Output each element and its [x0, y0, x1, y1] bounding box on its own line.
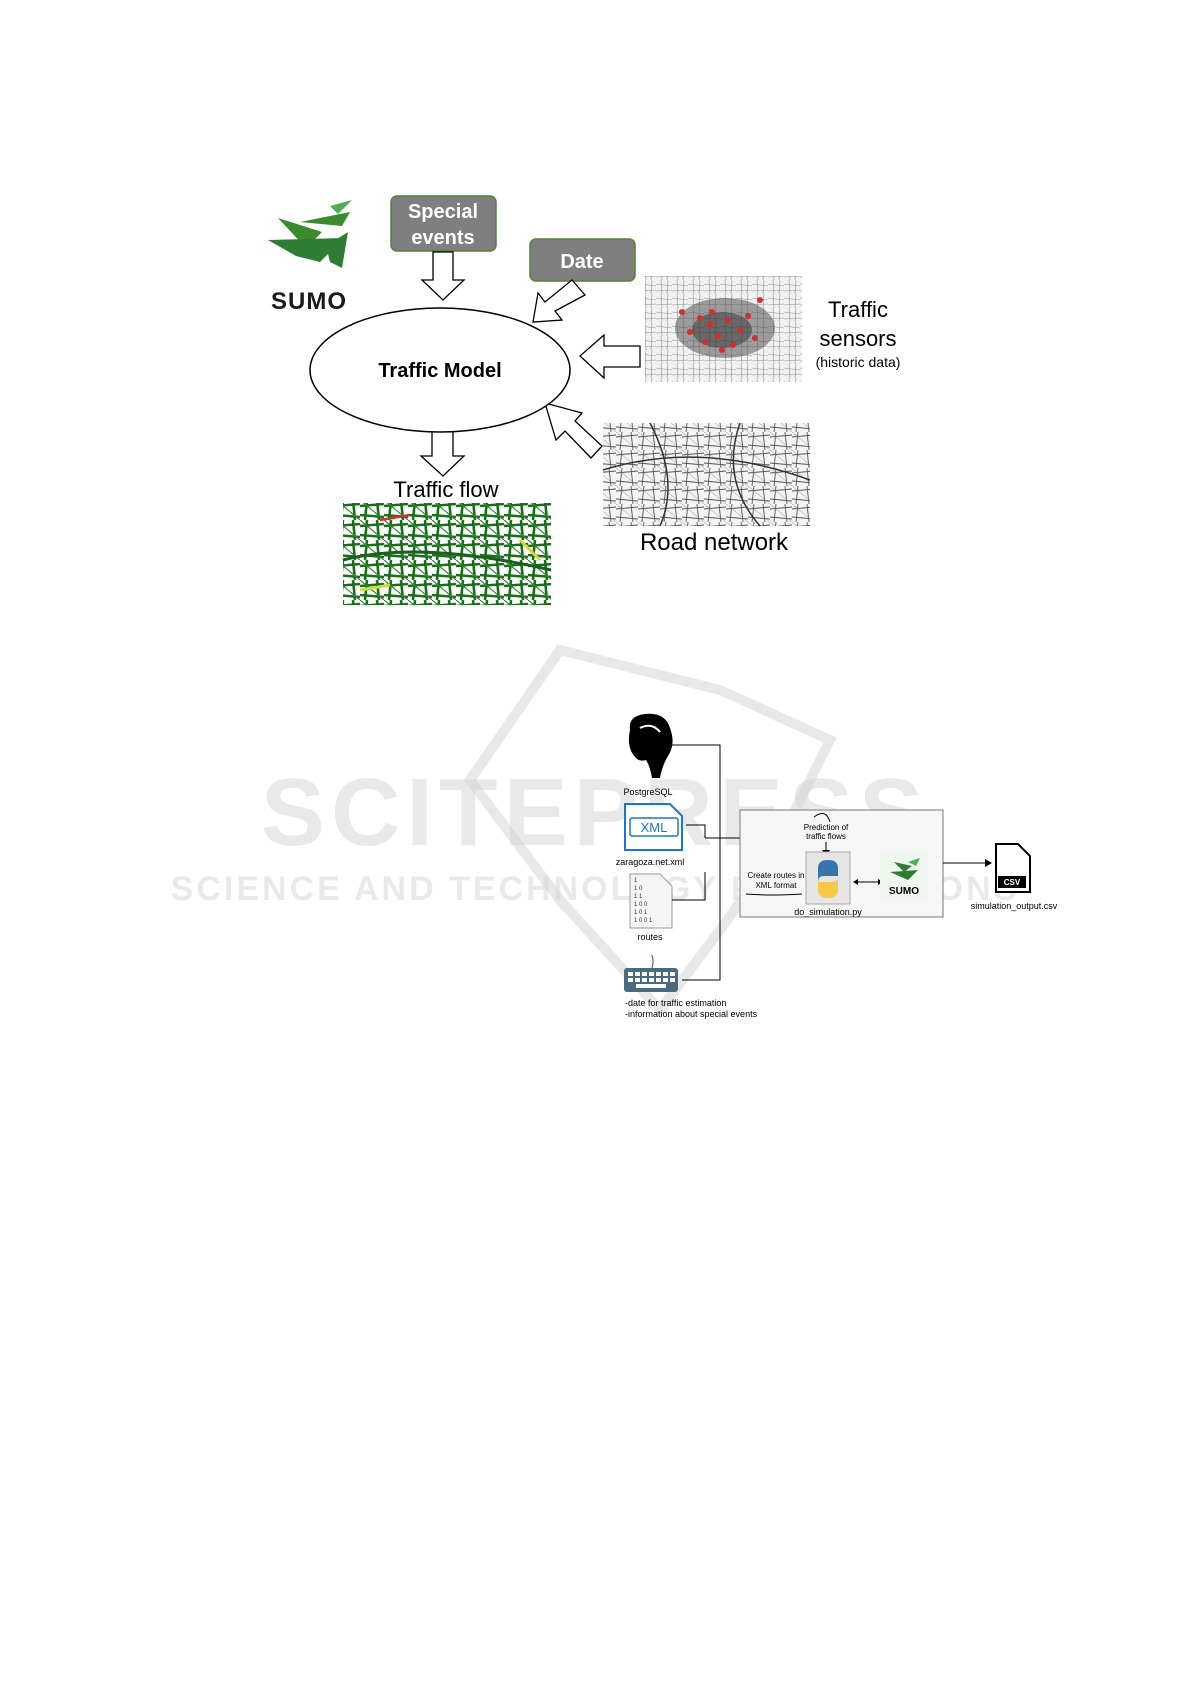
keyboard-note-line2: -information about special events	[625, 1009, 758, 1019]
sumo-logo-text: SUMO	[271, 288, 347, 315]
arrow-special-events	[420, 251, 466, 301]
output-file-label: simulation_output.csv	[971, 901, 1058, 911]
sumo-small-icon	[880, 850, 928, 902]
create-routes-label-line1: Create routes in	[748, 871, 805, 880]
figure2-diagram: PostgreSQL XML zaragoza.net.xml 1 1 0 1 …	[616, 713, 1058, 1019]
arrow-road-network	[544, 402, 603, 459]
traffic-model-ellipse	[309, 307, 571, 433]
prediction-label-line2: traffic flows	[806, 832, 846, 841]
routes-binary-line-2: 1 0	[634, 886, 643, 892]
traffic-model-label: Traffic Model	[378, 360, 501, 382]
create-routes-label-line2: XML format	[755, 881, 797, 890]
figure1-diagram: SUMO Special events Date Traffic Model T…	[268, 195, 901, 605]
sumo-logo-icon	[268, 200, 352, 268]
xml-file-label: zaragoza.net.xml	[616, 857, 685, 867]
double-arrow-left-head	[853, 879, 858, 885]
traffic-sensors-label-line2: sensors	[819, 326, 896, 351]
routes-binary-line-1: 1	[634, 878, 638, 884]
arrow-traffic-sensors	[579, 333, 641, 380]
routes-file-icon	[629, 873, 673, 929]
arrow-traffic-flow	[419, 429, 466, 477]
road-network-label: Road network	[640, 529, 789, 556]
road-network-map-image	[602, 422, 811, 527]
csv-badge: CSV	[1004, 878, 1021, 887]
traffic-flow-label: Traffic flow	[393, 477, 498, 502]
keyboard-icon	[624, 954, 678, 992]
postgresql-icon	[628, 713, 673, 778]
output-arrowhead	[985, 859, 992, 867]
routes-binary-line-4: 1 0 0	[634, 902, 648, 908]
special-events-label-line2: events	[411, 227, 474, 249]
routes-binary-line-6: 1 0 0 1	[634, 918, 653, 924]
prediction-label-line1: Prediction of	[804, 823, 849, 832]
traffic-sensors-map-image	[645, 276, 802, 382]
routes-binary-line-3: 1 1	[634, 894, 643, 900]
xml-file-icon	[624, 803, 683, 851]
connector-lines	[672, 744, 740, 981]
traffic-sensors-note: (historic data)	[816, 354, 901, 370]
keyboard-note-line1: -date for traffic estimation	[625, 998, 726, 1008]
traffic-sensors-label-line1: Traffic	[828, 297, 888, 322]
special-events-box	[390, 195, 497, 252]
sumo-small-label: SUMO	[889, 886, 919, 897]
python-script-icon	[805, 851, 851, 905]
date-box	[529, 238, 636, 282]
special-events-label-line1: Special	[408, 201, 478, 223]
routes-binary-line-5: 1 0 1	[634, 910, 648, 916]
loop-arrow	[813, 812, 831, 823]
csv-file-icon	[995, 843, 1031, 893]
routes-label: routes	[637, 932, 663, 942]
date-label: Date	[560, 251, 603, 273]
xml-badge: XML	[641, 820, 668, 835]
arrow-date	[532, 279, 587, 323]
postgresql-label: PostgreSQL	[623, 787, 672, 797]
script-label: do_simulation.py	[794, 907, 862, 917]
traffic-flow-map-image	[342, 503, 552, 605]
